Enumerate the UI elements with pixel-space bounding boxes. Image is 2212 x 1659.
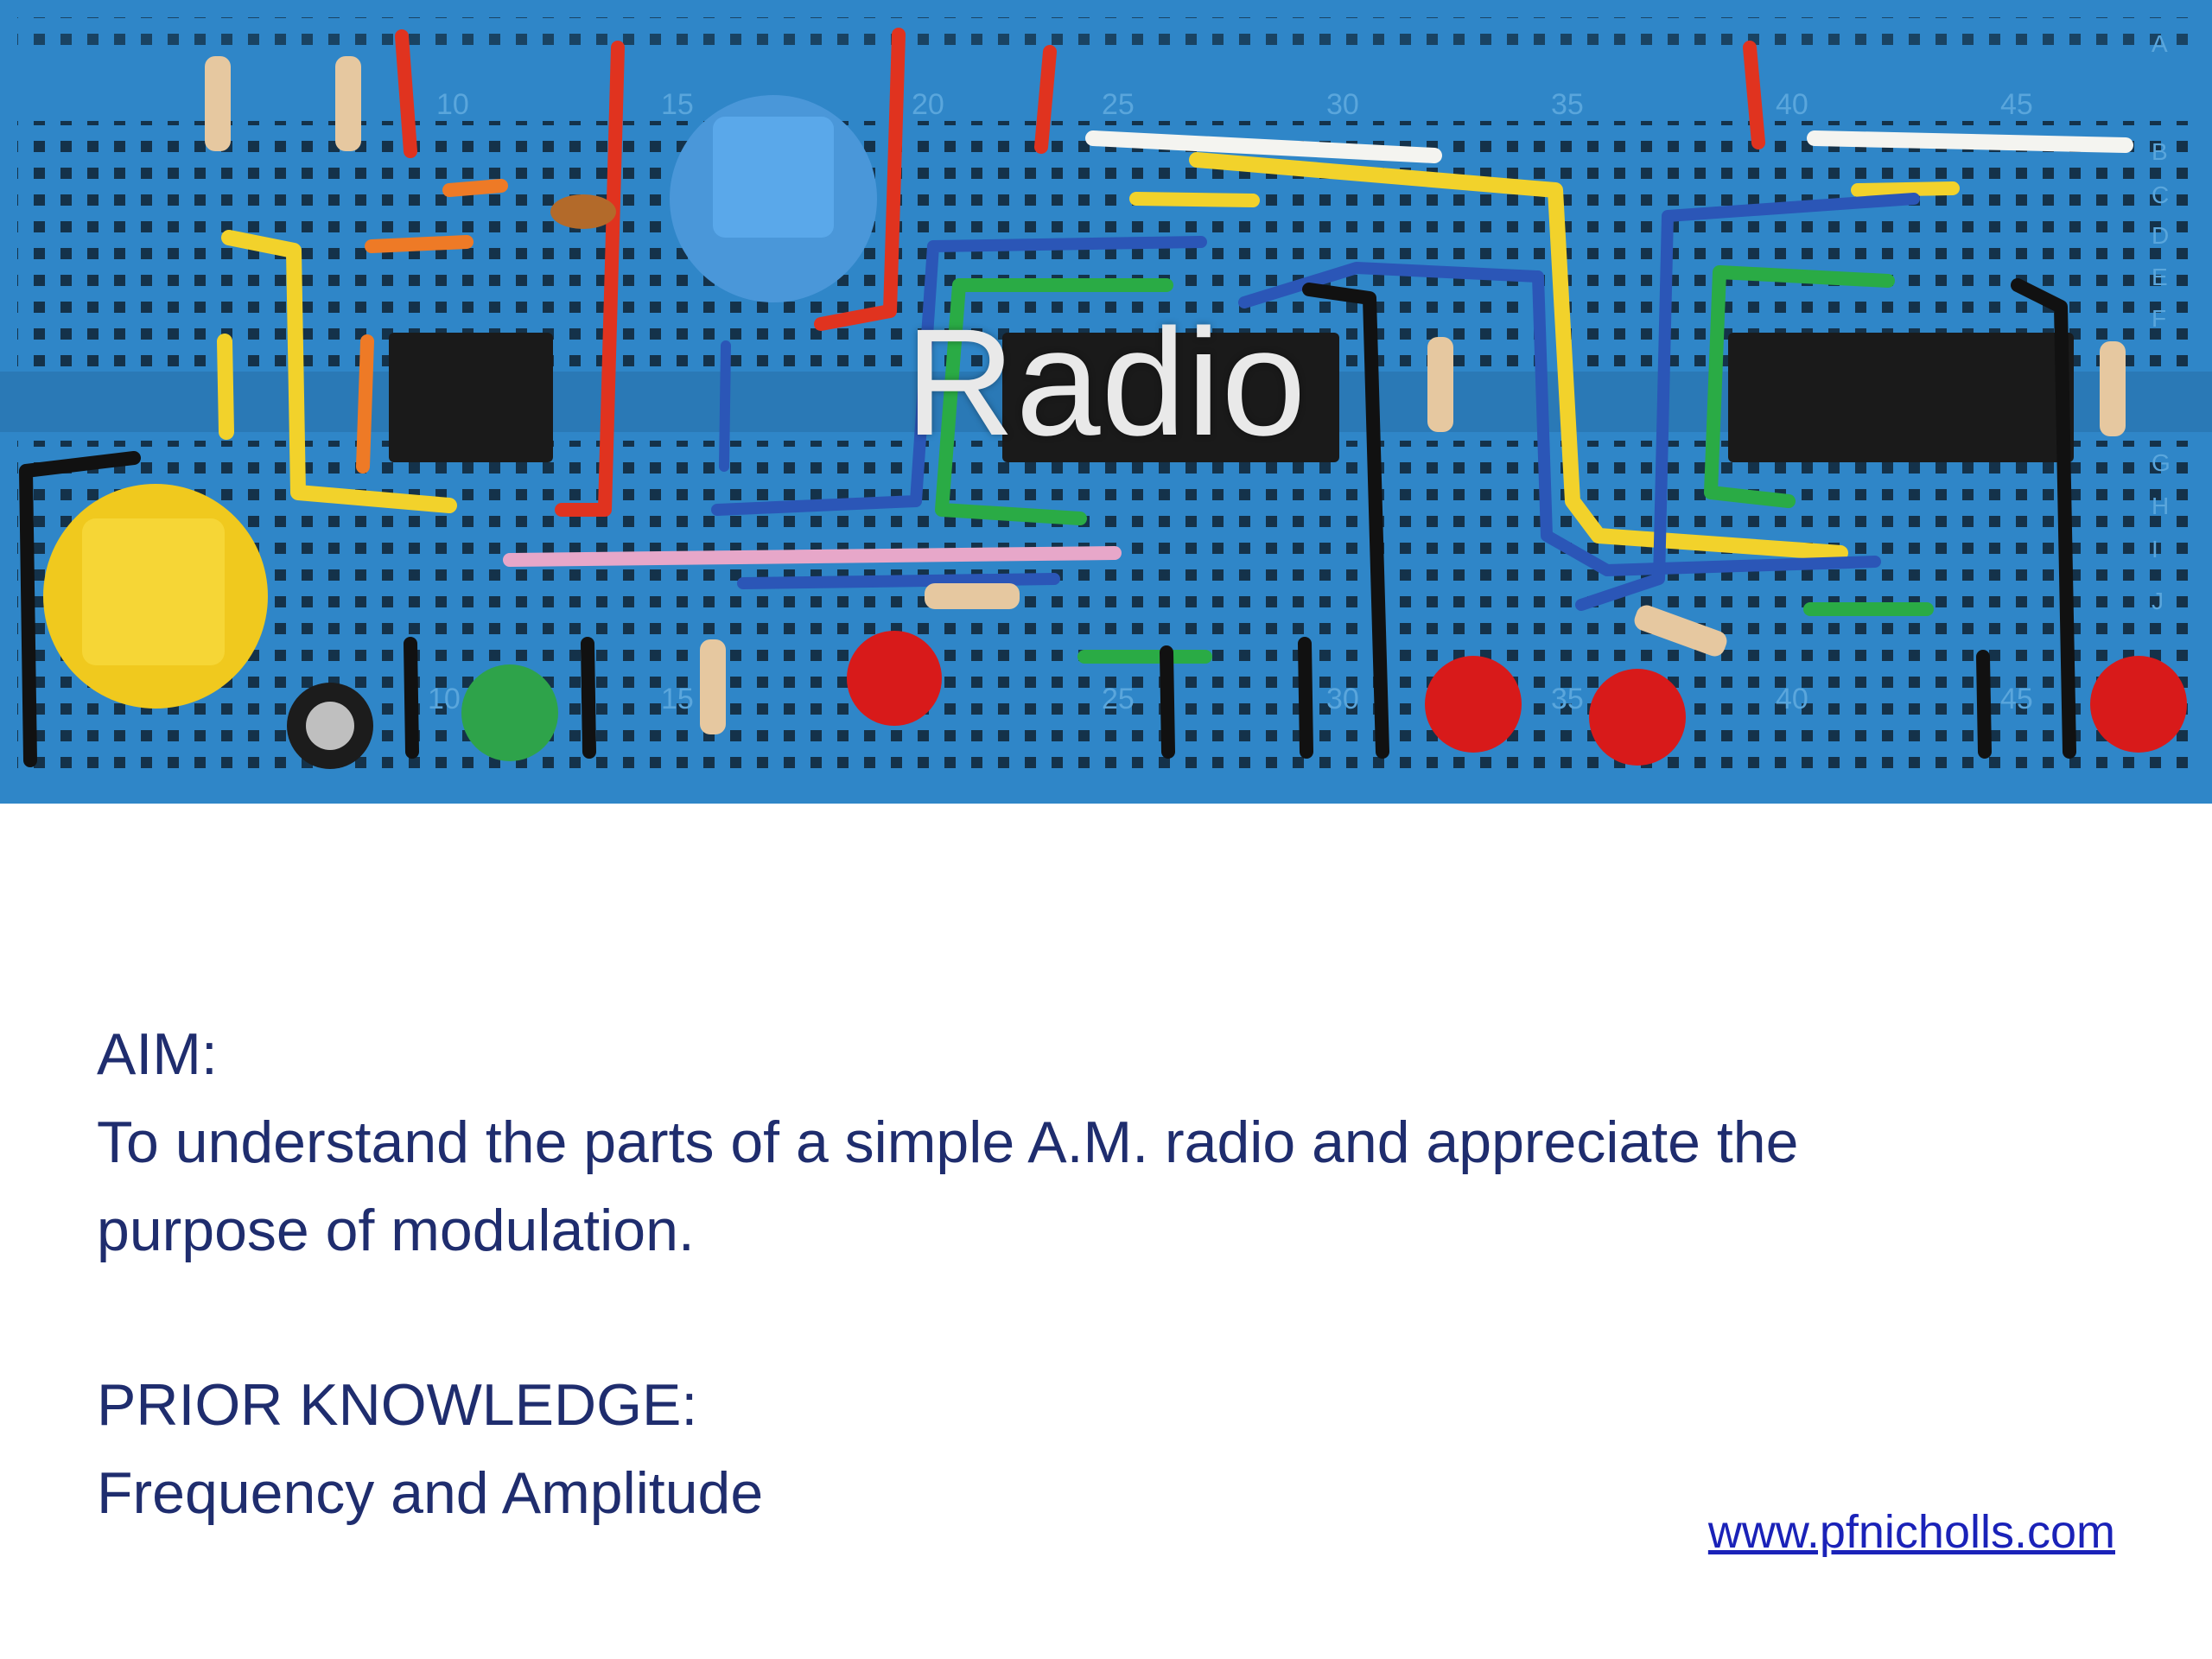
red-led-icon xyxy=(847,631,2187,766)
board-label: 10 xyxy=(436,88,469,121)
board-label: 35 xyxy=(1551,683,1584,715)
svg-text:I: I xyxy=(2152,536,2158,563)
svg-text:C: C xyxy=(2152,181,2169,208)
svg-text:H: H xyxy=(2152,493,2169,519)
green-led-icon xyxy=(461,664,558,761)
board-label: 25 xyxy=(1102,683,1135,715)
svg-text:D: D xyxy=(2152,222,2169,249)
svg-text:F: F xyxy=(2152,305,2166,332)
resistor-icon xyxy=(205,56,2126,734)
board-label: 40 xyxy=(1776,88,1808,121)
board-label: 20 xyxy=(912,88,944,121)
board-label: 40 xyxy=(1776,683,1808,715)
board-label: 25 xyxy=(1102,88,1135,121)
svg-text:J: J xyxy=(2152,588,2164,614)
capacitor-icon xyxy=(550,194,616,229)
board-label: 15 xyxy=(661,88,694,121)
aim-heading: AIM: xyxy=(97,1021,218,1087)
prior-knowledge-text: Frequency and Amplitude xyxy=(97,1460,764,1526)
prior-knowledge-heading: PRIOR KNOWLEDGE: xyxy=(97,1372,698,1438)
aim-text-line-2: purpose of modulation. xyxy=(97,1198,695,1263)
breadboard-illustration: 10 15 20 25 30 35 40 45 10 15 25 30 35 4… xyxy=(0,0,2212,804)
svg-text:G: G xyxy=(2152,449,2171,476)
board-label: 45 xyxy=(2000,683,2033,715)
slide-title: Radio xyxy=(905,298,1307,467)
svg-text:E: E xyxy=(2152,264,2168,290)
board-label: 30 xyxy=(1326,683,1359,715)
svg-text:A: A xyxy=(2152,30,2168,57)
board-label: 10 xyxy=(428,683,461,715)
breadboard-banner-image: 10 15 20 25 30 35 40 45 10 15 25 30 35 4… xyxy=(0,0,2212,804)
svg-text:B: B xyxy=(2152,138,2168,165)
board-label: 45 xyxy=(2000,88,2033,121)
board-label: 30 xyxy=(1326,88,1359,121)
website-link[interactable]: www.pfnicholls.com xyxy=(1707,1506,2115,1558)
board-label: 35 xyxy=(1551,88,1584,121)
ic-chip-icon xyxy=(389,333,2074,462)
board-label: 15 xyxy=(661,683,694,715)
aim-text-line-1: To understand the parts of a simple A.M.… xyxy=(97,1109,1799,1175)
